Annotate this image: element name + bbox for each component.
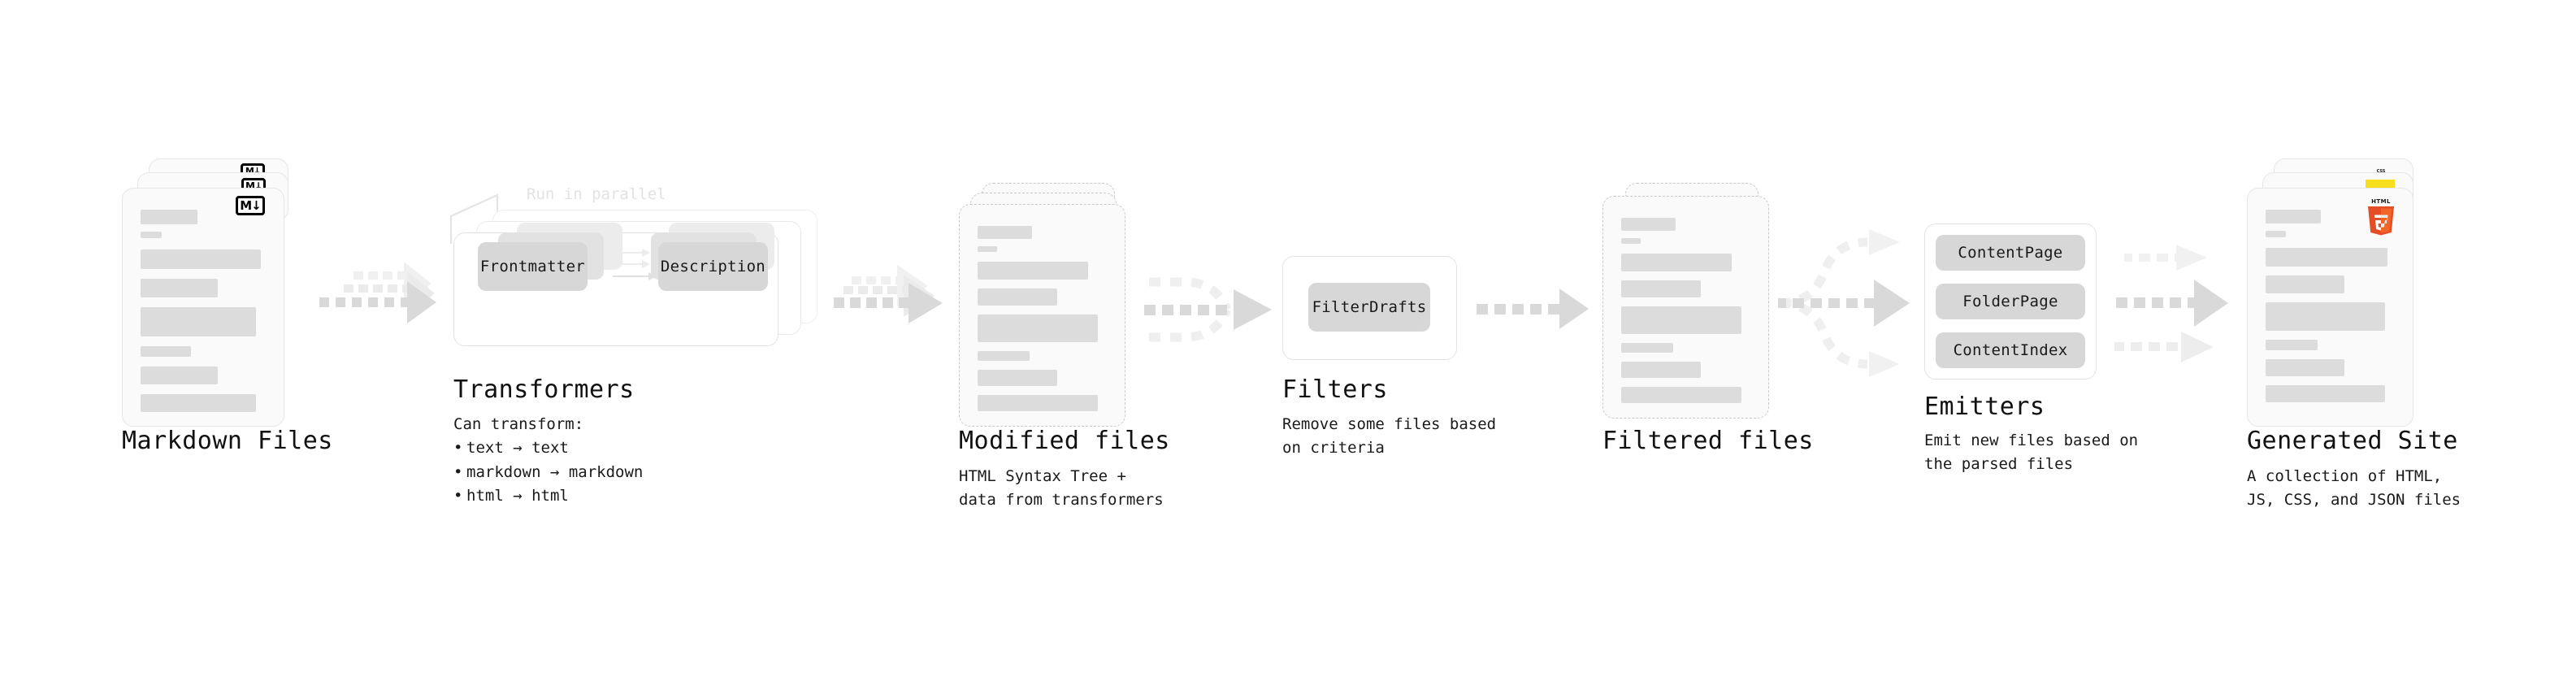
emitter-chip-contentpage[interactable]: ContentPage <box>1936 235 2085 271</box>
label-emitters: Emitters <box>1924 393 2045 421</box>
stacked-arrows-icon <box>319 262 436 323</box>
connector-filters-to-filtered <box>1475 288 1589 340</box>
transformer-inner-arrows-icon <box>613 249 657 280</box>
content-bar <box>978 370 1057 386</box>
chip-label: ContentPage <box>1958 244 2063 262</box>
content-bar <box>141 210 197 224</box>
fan-in-arrows-icon <box>1144 277 1272 342</box>
single-arrow-icon <box>1477 288 1589 329</box>
content-bar <box>2266 340 2318 350</box>
content-bar <box>2266 359 2344 376</box>
content-bar <box>978 314 1098 342</box>
site-card-content <box>2248 189 2413 426</box>
filtered-card-front <box>1602 196 1769 419</box>
content-bar <box>141 346 191 357</box>
label-modified-files: Modified files <box>959 427 1170 455</box>
content-bar <box>2266 210 2321 223</box>
parallel-bracket-icon <box>449 193 499 244</box>
content-bar <box>978 351 1030 361</box>
subtitle-emitters: Emit new files based on the parsed files <box>1924 432 2139 473</box>
stage-markdown-files: M↓ M↓ M↓ <box>122 158 309 427</box>
chip-label: ContentIndex <box>1953 341 2068 359</box>
content-bar <box>1621 387 1741 403</box>
markdown-badge-text: M↓ <box>240 197 261 213</box>
content-bar <box>978 395 1098 411</box>
svg-text:HTML: HTML <box>2371 198 2391 205</box>
content-bar <box>1621 280 1701 297</box>
modified-file-stack <box>959 183 1138 427</box>
content-bar <box>1621 343 1673 353</box>
parallel-arrows-icon <box>2114 245 2228 362</box>
modified-card-front <box>959 204 1125 427</box>
fan-out-arrows-icon <box>1778 229 1910 377</box>
transformer-chip-frontmatter[interactable]: Frontmatter <box>478 242 588 291</box>
content-bar <box>978 246 997 252</box>
markdown-file-stack: M↓ M↓ M↓ <box>122 158 309 427</box>
modified-card-content <box>960 205 1125 426</box>
bullets-list: text → text markdown → markdown html → h… <box>453 436 643 509</box>
stacked-arrows-icon <box>834 265 943 323</box>
content-bar <box>1621 238 1641 244</box>
label-markdown-files: Markdown Files <box>122 427 333 455</box>
hint-run-in-parallel: Run in parallel <box>527 185 666 203</box>
filtered-card-content <box>1603 197 1768 418</box>
content-bar <box>141 232 162 238</box>
subtitle-filters: Remove some files based on criteria <box>1282 415 1497 457</box>
svg-text:CSS: CSS <box>2377 169 2386 174</box>
emitter-chip-contentindex[interactable]: ContentIndex <box>1936 332 2085 368</box>
content-bar <box>2266 248 2387 267</box>
content-bar <box>978 288 1057 306</box>
chip-label: FolderPage <box>1962 293 2058 310</box>
content-bar <box>1621 362 1701 378</box>
content-bar <box>141 367 218 384</box>
markdown-card-content <box>123 189 284 426</box>
content-bar <box>1621 254 1732 271</box>
content-bar <box>2266 231 2286 237</box>
html5-badge-icon: HTML <box>2368 198 2394 236</box>
content-bar <box>1621 306 1741 334</box>
markdown-card-front <box>122 188 284 427</box>
connector-emitters-to-site <box>2113 234 2259 372</box>
content-bar <box>978 226 1032 239</box>
connector-md-to-transformers <box>313 262 436 358</box>
transformer-chip-description[interactable]: Description <box>658 242 768 291</box>
bullet-item: html → html <box>453 484 643 509</box>
stage-filtered-files <box>1602 183 1781 427</box>
chip-label: Description <box>660 258 766 275</box>
transformers-bullets: Can transform: text → text markdown → ma… <box>453 413 643 509</box>
bullets-lead: Can transform: <box>453 415 584 433</box>
content-bar <box>1621 218 1676 231</box>
label-transformers: Transformers <box>453 375 635 404</box>
stage-generated-site: CSS HTML <box>2247 158 2442 431</box>
content-bar <box>2266 302 2385 331</box>
connector-filtered-to-emitters <box>1778 229 1920 377</box>
markdown-badge-front: M↓ <box>236 196 265 215</box>
chip-label: FilterDrafts <box>1312 298 1427 316</box>
stage-modified-files <box>959 183 1138 427</box>
connector-modified-to-filters <box>1138 264 1276 362</box>
chip-label: Frontmatter <box>479 258 586 275</box>
connector-transformers-to-modified <box>829 265 951 358</box>
label-filtered-files: Filtered files <box>1602 427 1814 455</box>
filter-chip-filterdrafts[interactable]: FilterDrafts <box>1308 283 1430 332</box>
content-bar <box>141 279 218 297</box>
content-bar <box>2266 275 2344 293</box>
bullet-item: markdown → markdown <box>453 461 643 485</box>
label-generated-site: Generated Site <box>2247 427 2458 455</box>
site-card-html <box>2247 188 2413 427</box>
filtered-file-stack <box>1602 183 1781 427</box>
subtitle-generated-site: A collection of HTML, JS, CSS, and JSON … <box>2247 467 2461 509</box>
stage-transformers: Run in parallel Frontmatter Description <box>449 185 827 366</box>
generated-site-stack: CSS HTML <box>2247 158 2442 431</box>
content-bar <box>978 262 1088 280</box>
emitter-chip-folderpage[interactable]: FolderPage <box>1936 284 2085 319</box>
subtitle-modified-files: HTML Syntax Tree + data from transformer… <box>959 467 1164 509</box>
content-bar <box>141 249 261 269</box>
markdown-badge-text: M↓ <box>245 166 261 176</box>
label-filters: Filters <box>1282 375 1388 404</box>
content-bar <box>141 307 256 336</box>
bullet-item: text → text <box>453 436 643 461</box>
content-bar <box>141 394 256 412</box>
content-bar <box>2266 385 2385 402</box>
